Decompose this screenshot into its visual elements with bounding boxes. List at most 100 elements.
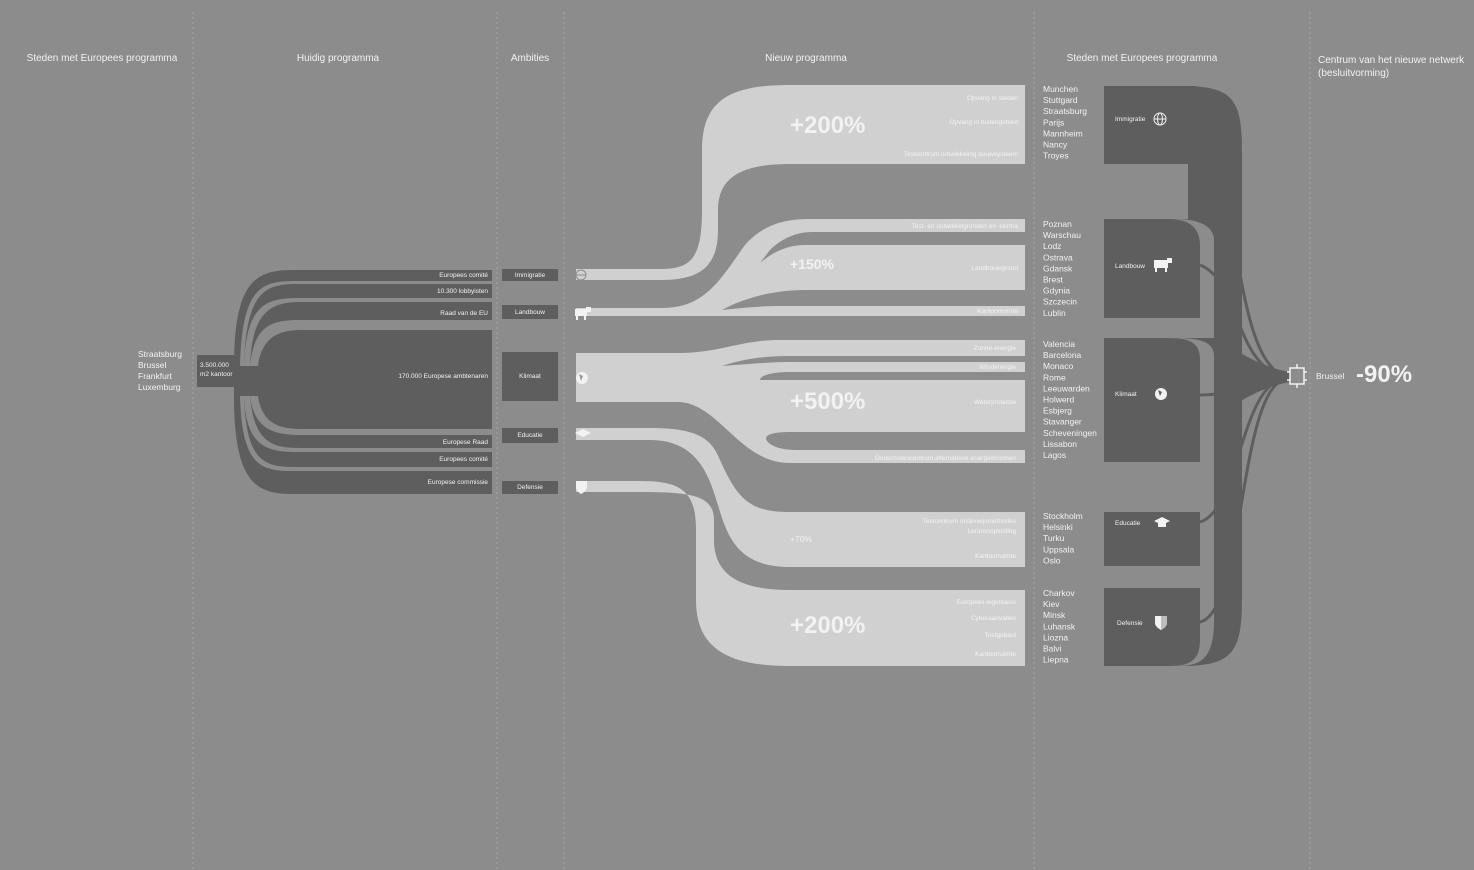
- network-city-landbouw: Lublin: [1043, 308, 1066, 318]
- label-europees-comite: Europees comité: [439, 272, 488, 279]
- header-besluitvorming: (besluitvorming): [1318, 68, 1389, 79]
- header-steden-left: Steden met Europees programma: [27, 53, 178, 64]
- item-landbouwgrond: Landbouwgrond: [971, 265, 1018, 272]
- item-testcentrum-bouw: Testcentrum ontwikkeling bouwsysteem: [904, 151, 1018, 158]
- network-city-landbouw: Szczecin: [1043, 297, 1077, 307]
- item-opvang-steden: Opvang in steden: [967, 95, 1018, 102]
- center-percentage: -90%: [1356, 361, 1412, 388]
- network-city-immigratie: Mannheim: [1043, 128, 1083, 138]
- network-label-defensie: Defensie: [1117, 620, 1143, 627]
- network-city-klimaat: Barcelona: [1043, 350, 1082, 360]
- network-city-defensie: Balvi: [1043, 644, 1062, 654]
- network-fan: [1220, 340, 1290, 414]
- item-waterprotectie: Waterprotectie: [974, 399, 1016, 406]
- header-steden-right: Steden met Europees programma: [1067, 53, 1218, 64]
- ambition-boxes: [502, 269, 558, 494]
- ambition-klimaat: Klimaat: [519, 373, 541, 380]
- header-centrum: Centrum van het nieuwe netwerk: [1318, 55, 1465, 66]
- item-opvang-buitengebied: Opvang in buitengebied: [949, 119, 1018, 126]
- item-kantoorruimte-defensie: Kantoorruimte: [975, 651, 1016, 658]
- network-city-klimaat: Monaco: [1043, 361, 1074, 371]
- header-ambities: Ambities: [511, 53, 549, 64]
- network-city-klimaat: Scheveningen: [1043, 428, 1097, 438]
- pct-defensie: +200%: [790, 612, 865, 639]
- current-cities: Straatsburg Brussel Frankfurt Luxemburg: [138, 349, 182, 392]
- network-city-defensie: Liepna: [1043, 655, 1069, 665]
- network-city-immigratie: Munchen: [1043, 84, 1078, 94]
- item-onderzoekscentrum: Onderzoekscentrum alternatieve energiebr…: [875, 455, 1017, 462]
- network-city-defensie: Liozna: [1043, 632, 1068, 642]
- ambition-landbouw: Landbouw: [515, 309, 545, 316]
- cow-icon: [1154, 258, 1172, 272]
- city-frankfurt: Frankfurt: [138, 371, 173, 381]
- cow-icon: [575, 307, 591, 320]
- network-city-lists: MunchenStuttgardStraatsburgParijsMannhei…: [1043, 84, 1097, 665]
- office-box: [197, 355, 237, 387]
- network-city-immigratie: Straatsburg: [1043, 106, 1087, 116]
- network-city-klimaat: Lissabon: [1043, 439, 1077, 449]
- label-raad-van-de-eu: Raad van de EU: [440, 310, 488, 317]
- office-area-unit: m2 kantoor: [200, 371, 233, 378]
- label-europese-raad: Europese Raad: [443, 439, 489, 446]
- pct-landbouw: +150%: [790, 256, 835, 272]
- new-program-flows: [576, 85, 1025, 666]
- office-area-value: 3.500.000: [200, 362, 229, 369]
- earth-icon: [576, 372, 588, 384]
- city-straatsburg: Straatsburg: [138, 349, 182, 359]
- network-city-landbouw: Poznan: [1043, 219, 1072, 229]
- pct-educatie: +70%: [790, 534, 812, 544]
- center-city: Brussel: [1316, 371, 1344, 381]
- network-city-landbouw: Gdynia: [1043, 286, 1070, 296]
- item-cyberaanvallen: Cyberaanvallen: [971, 615, 1017, 622]
- item-windenergie: Windenergie: [980, 364, 1017, 371]
- new-program-gaps: [960, 232, 1025, 450]
- column-dividers: [192, 12, 1311, 870]
- globe-icon: [575, 269, 587, 281]
- item-testgronden: Test- en ontwikkelgronden en -centra: [911, 223, 1018, 230]
- current-program-labels: Europees comité 10.300 lobbyisten Raad v…: [398, 272, 488, 486]
- ambition-defensie: Defensie: [517, 484, 543, 491]
- network-city-klimaat: Valencia: [1043, 339, 1075, 349]
- graduation-cap-icon: [575, 429, 591, 437]
- building-icon: [1287, 364, 1307, 388]
- network-city-immigratie: Nancy: [1043, 140, 1068, 150]
- city-luxemburg: Luxemburg: [138, 382, 181, 392]
- network-city-landbouw: Gdansk: [1043, 263, 1073, 273]
- network-city-landbouw: Brest: [1043, 275, 1063, 285]
- shield-icon: [576, 481, 587, 494]
- network-city-landbouw: Ostrava: [1043, 252, 1073, 262]
- globe-icon: [1153, 112, 1167, 126]
- network-city-educatie: Stockholm: [1043, 511, 1083, 521]
- network-city-defensie: Minsk: [1043, 610, 1066, 620]
- network-city-klimaat: Stavanger: [1043, 417, 1082, 427]
- network-label-landbouw: Landbouw: [1115, 263, 1145, 270]
- earth-icon: [1155, 388, 1167, 400]
- item-lerarenopleiding: Lerarenopleiding: [968, 528, 1017, 535]
- shield-icon: [1155, 616, 1167, 630]
- item-kantoorruimte-landbouw: Kantoorruimte: [977, 308, 1018, 315]
- network-city-klimaat: Leeuwarden: [1043, 383, 1090, 393]
- network-city-landbouw: Lodz: [1043, 241, 1061, 251]
- ambition-educatie: Educatie: [517, 432, 543, 439]
- network-city-immigratie: Stuttgard: [1043, 95, 1078, 105]
- network-city-defensie: Kiev: [1043, 599, 1060, 609]
- city-brussel: Brussel: [138, 360, 166, 370]
- network-city-blocks: [1104, 86, 1200, 666]
- item-testcentrum-onderwijs: Testcentrum onderwijsmethodes: [923, 518, 1017, 525]
- network-city-defensie: Charkov: [1043, 588, 1075, 598]
- label-europees-comite-2: Europees comité: [439, 456, 488, 463]
- network-city-defensie: Luhansk: [1043, 621, 1076, 631]
- network-city-immigratie: Troyes: [1043, 151, 1069, 161]
- ambition-icons: [575, 269, 591, 494]
- pct-klimaat: +500%: [790, 388, 865, 415]
- pct-immigratie: +200%: [790, 112, 865, 139]
- network-label-immigratie: Immigratie: [1115, 116, 1146, 123]
- network-label-klimaat: Klimaat: [1115, 391, 1137, 398]
- network-city-landbouw: Warschau: [1043, 230, 1081, 240]
- item-kantoorruimte-educatie: Kantoorruimte: [975, 553, 1016, 560]
- network-city-immigratie: Parijs: [1043, 117, 1064, 127]
- network-city-klimaat: Esbjerg: [1043, 406, 1072, 416]
- network-city-educatie: Oslo: [1043, 555, 1061, 565]
